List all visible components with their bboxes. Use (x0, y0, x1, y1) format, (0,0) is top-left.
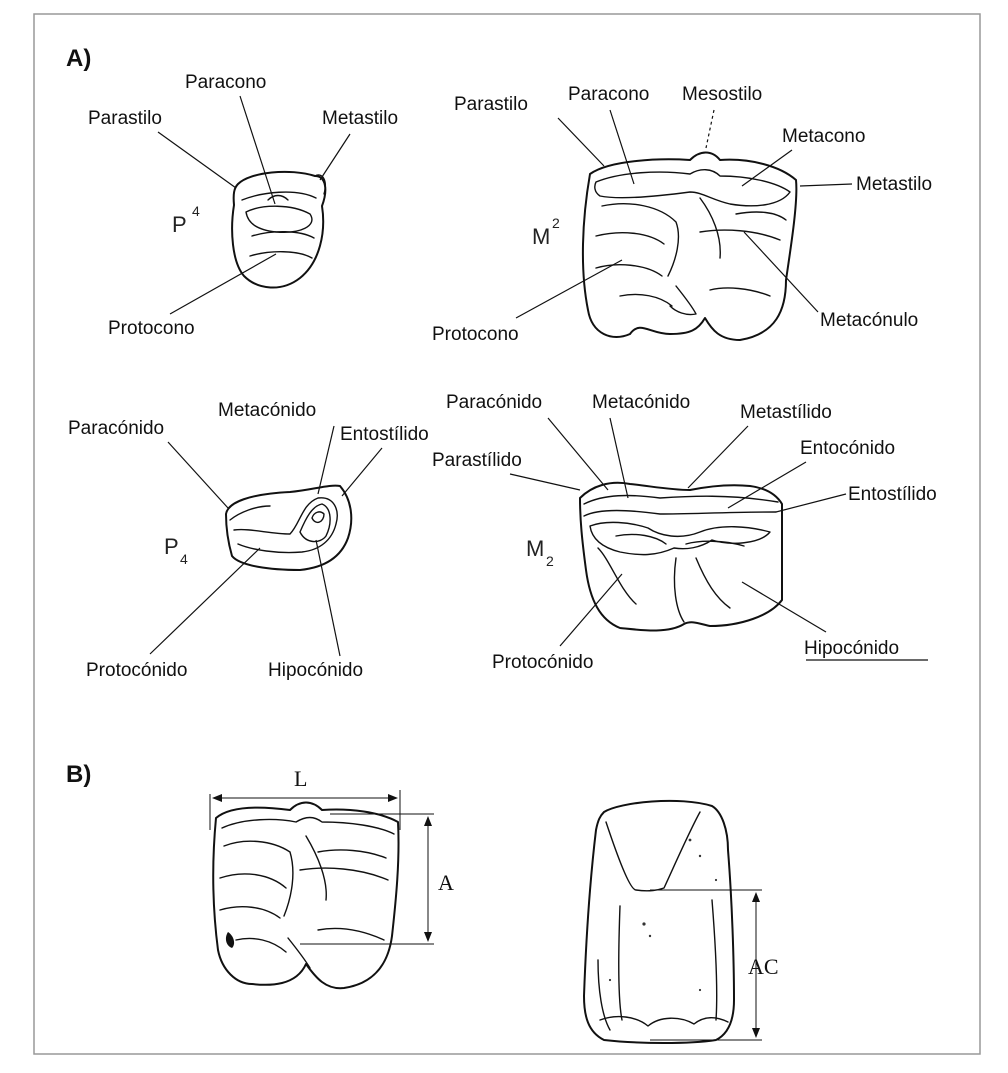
upper-m2-label-metacono: Metacono (782, 126, 865, 147)
lower-p4-leader-metaconido (318, 426, 334, 494)
lower-m2-leader-parastilido (510, 474, 580, 490)
lower-p4-leader-protoconido (150, 548, 260, 654)
lower-m2-label-parastilido: Parastílido (432, 450, 522, 471)
upper-p4-drawing (232, 172, 325, 288)
upper-p4-label-parastilo: Parastilo (88, 108, 162, 129)
width-measurement-label: A (438, 870, 454, 895)
upper-m2-leader-metacono (742, 150, 792, 186)
lower-p4-tooth-sub: 4 (180, 551, 188, 567)
lower-m2-leader-metastilido (688, 426, 748, 488)
lower-m2-leader-paraconido (548, 418, 608, 490)
upper-m2-label-parastilo: Parastilo (454, 94, 528, 115)
lower-m2-label-protoconido: Protocónido (492, 652, 593, 673)
lower-p4-tooth-label: P (164, 534, 179, 559)
lower-m2-tooth-label: M (526, 536, 544, 561)
lower-m2-label-paraconido: Paracónido (446, 392, 542, 413)
lower-p4-leader-paraconido (168, 442, 228, 508)
upper-p4-tooth-label: P (172, 212, 187, 237)
upper-m2-label-metastilo: Metastilo (856, 174, 932, 195)
upper-p4-label-metastilo: Metastilo (322, 108, 398, 129)
lower-m2-drawing (580, 483, 782, 631)
upper-p4-leader-metastilo (320, 134, 350, 180)
crown-height-measurement-label: AC (748, 954, 779, 979)
lower-m2-label-metastilido: Metastílido (740, 402, 832, 423)
upper-p4-leader-paracono (240, 96, 275, 204)
lower-p4-label-paraconido: Paracónido (68, 418, 164, 439)
lower-m2-leader-protoconido (560, 574, 622, 646)
lower-p4-label-protoconido: Protocónido (86, 660, 187, 681)
upper-p4-leader-protocono (170, 254, 276, 314)
lower-m2-label-metaconido: Metacónido (592, 392, 690, 413)
lower-p4-label-metaconido: Metacónido (218, 400, 316, 421)
upper-m2-leader-metaconulo (744, 232, 818, 312)
lower-m2-leader-hipoconido (742, 582, 826, 632)
lower-m2-label-entostilido: Entostílido (848, 484, 937, 505)
lower-p4-label-entostilido: Entostílido (340, 424, 429, 445)
upper-p4-tooth-sup: 4 (192, 203, 200, 219)
upper-m2-label-paracono: Paracono (568, 84, 649, 105)
length-measurement-label: L (294, 766, 307, 791)
upper-p4-label-paracono: Paracono (185, 72, 266, 93)
upper-p4-label-protocono: Protocono (108, 318, 195, 339)
lower-p4-leader-entostilido (342, 448, 382, 496)
upper-m2-label-metaconulo: Metacónulo (820, 310, 918, 331)
upper-m2-tooth-label: M (532, 224, 550, 249)
upper-m2-tooth-sup: 2 (552, 215, 560, 231)
lower-m2-tooth-sub: 2 (546, 553, 554, 569)
upper-m2-leader-paracono (610, 110, 634, 184)
upper-m2-leader-parastilo (558, 118, 604, 166)
lower-p4-leader-hipoconido (316, 540, 340, 656)
lower-m2-label-hipoconido: Hipocónido (804, 638, 899, 659)
upper-m2-leader-mesostilo (706, 110, 714, 148)
upper-m2-label-mesostilo: Mesostilo (682, 84, 762, 105)
lower-p4-drawing (226, 486, 351, 570)
upper-p4-leader-parastilo (158, 132, 236, 188)
lower-m2-label-entoconido: Entocónido (800, 438, 895, 459)
upper-m2-label-protocono: Protocono (432, 324, 519, 345)
section-b-label: B) (66, 761, 91, 788)
upper-m2-drawing (583, 153, 796, 341)
lower-m2-leader-entostilido (776, 494, 846, 512)
measured-molar-drawing (213, 803, 398, 989)
section-a-label: A) (66, 45, 91, 72)
upper-m2-leader-metastilo (800, 184, 852, 186)
lower-p4-label-hipoconido: Hipocónido (268, 660, 363, 681)
lower-m2-leader-metaconido (610, 418, 628, 498)
upper-m2-leader-protocono (516, 260, 622, 318)
lateral-tooth-drawing (584, 801, 734, 1043)
